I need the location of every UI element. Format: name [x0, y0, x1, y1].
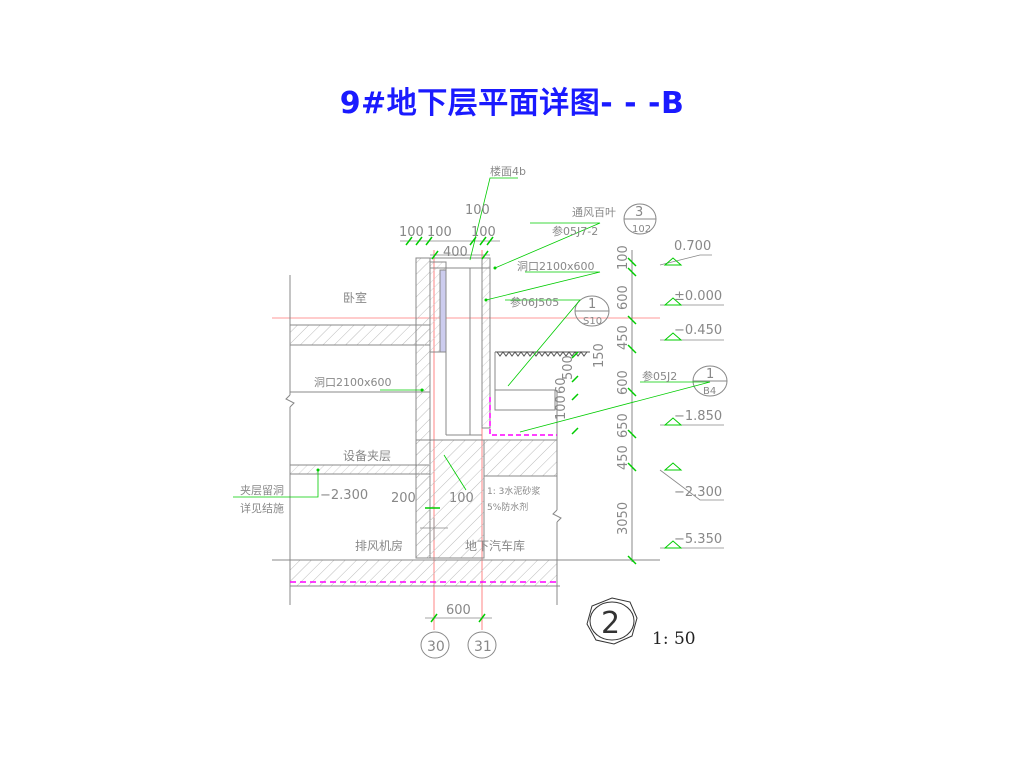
dim-600-bottom: 600: [446, 603, 471, 618]
axis-bubble-30: [420, 631, 450, 659]
elevation-m2-300: −2.300: [674, 485, 722, 500]
mezzanine-slab: [289, 464, 431, 475]
garage-wall-block: [483, 439, 558, 477]
note-mezzanine-hole-2: 详见结施: [240, 501, 284, 515]
elevation-left: −2.300: [320, 488, 368, 503]
vdim-650: 650: [616, 413, 631, 438]
vdim-600-b: 600: [616, 370, 631, 395]
callout-bubble-1-b4: [692, 365, 728, 397]
note-louver: 通风百叶: [572, 206, 616, 219]
note-opening-left: 洞口2100x600: [314, 376, 392, 389]
duct-box: [494, 352, 556, 411]
callout-1-s10-num: 1: [588, 297, 596, 312]
lower-wall: [415, 439, 485, 559]
bottom-dim: [425, 613, 492, 623]
note-mortar-2: 5%防水剂: [487, 501, 528, 513]
elevation-ticks: [627, 257, 637, 565]
dim-top-100-b: 100: [399, 225, 424, 240]
note-leaders: [233, 177, 711, 498]
axis-label-31: 31: [474, 639, 492, 655]
vdim-3050: 3050: [616, 502, 631, 535]
cross-marker: [420, 507, 448, 540]
vdim-100-b: 100: [554, 395, 569, 420]
callout-bubble-3: [623, 203, 657, 235]
elevation-triangles: [663, 257, 683, 549]
elevation-m1-850: −1.850: [674, 409, 722, 424]
callout-1-s10-ref: S10: [583, 316, 602, 327]
page-title: 9#地下层平面详图- - -B: [339, 86, 685, 121]
callout-3-ref: 102: [632, 224, 651, 235]
insulation-strip: [439, 269, 447, 353]
room-equipment-mezzanine: 设备夹层: [343, 449, 391, 463]
callout-3-num: 3: [635, 205, 643, 220]
room-bedroom: 卧室: [343, 290, 367, 305]
mini-dim-ticks: [571, 351, 579, 435]
elevation-0-000: ±0.000: [674, 289, 722, 304]
vdim-450-a: 450: [616, 325, 631, 350]
elevation-0-700: 0.700: [674, 239, 711, 254]
vdim-60: 60: [554, 377, 569, 394]
note-mezzanine-hole-1: 夹层留洞: [240, 484, 284, 497]
callout-bubble-1-s10: [574, 295, 610, 327]
axis-label-30: 30: [427, 639, 445, 655]
callout-1-b4-num: 1: [706, 367, 714, 382]
elevation-m5-350: −5.350: [674, 532, 722, 547]
note-ref-05j7: 参05J7-2: [552, 224, 598, 238]
leader-dots: [316, 266, 497, 472]
bedroom-slab: [289, 324, 431, 346]
dim-top-100-d: 100: [471, 225, 496, 240]
note-mortar-1: 1: 3水泥砂浆: [487, 485, 540, 497]
vdim-450-b: 450: [616, 445, 631, 470]
vdim-600: 600: [616, 285, 631, 310]
note-ref-05j2: 参05J2: [642, 369, 677, 383]
dim-200: 200: [391, 491, 416, 506]
axis-bubble-31: [467, 631, 497, 659]
room-exhaust: 排风机房: [355, 538, 403, 553]
scale-label: 1: 50: [652, 629, 696, 649]
room-garage: 地下汽车库: [465, 538, 525, 553]
vdim-150: 150: [592, 343, 607, 368]
louver-teeth: [495, 351, 590, 357]
dim-top-100-c: 100: [427, 225, 452, 240]
detail-bubble: [586, 597, 638, 645]
note-floor-4b: 楼面4b: [490, 164, 526, 178]
note-ref-06j505: 参06J505: [510, 295, 559, 309]
vdim-100: 100: [616, 245, 631, 270]
dim-top-400: 400: [443, 245, 468, 260]
note-opening-top: 洞口2100x600: [517, 260, 595, 273]
elevation-m0-450: −0.450: [674, 323, 722, 338]
waterproof-line: [489, 397, 557, 436]
vdim-500: 500: [561, 355, 576, 380]
dim-100-bottom: 100: [449, 491, 474, 506]
dim-top-100-a: 100: [465, 203, 490, 218]
callout-1-b4-ref: B4: [703, 386, 716, 397]
detail-number: 2: [601, 606, 620, 641]
